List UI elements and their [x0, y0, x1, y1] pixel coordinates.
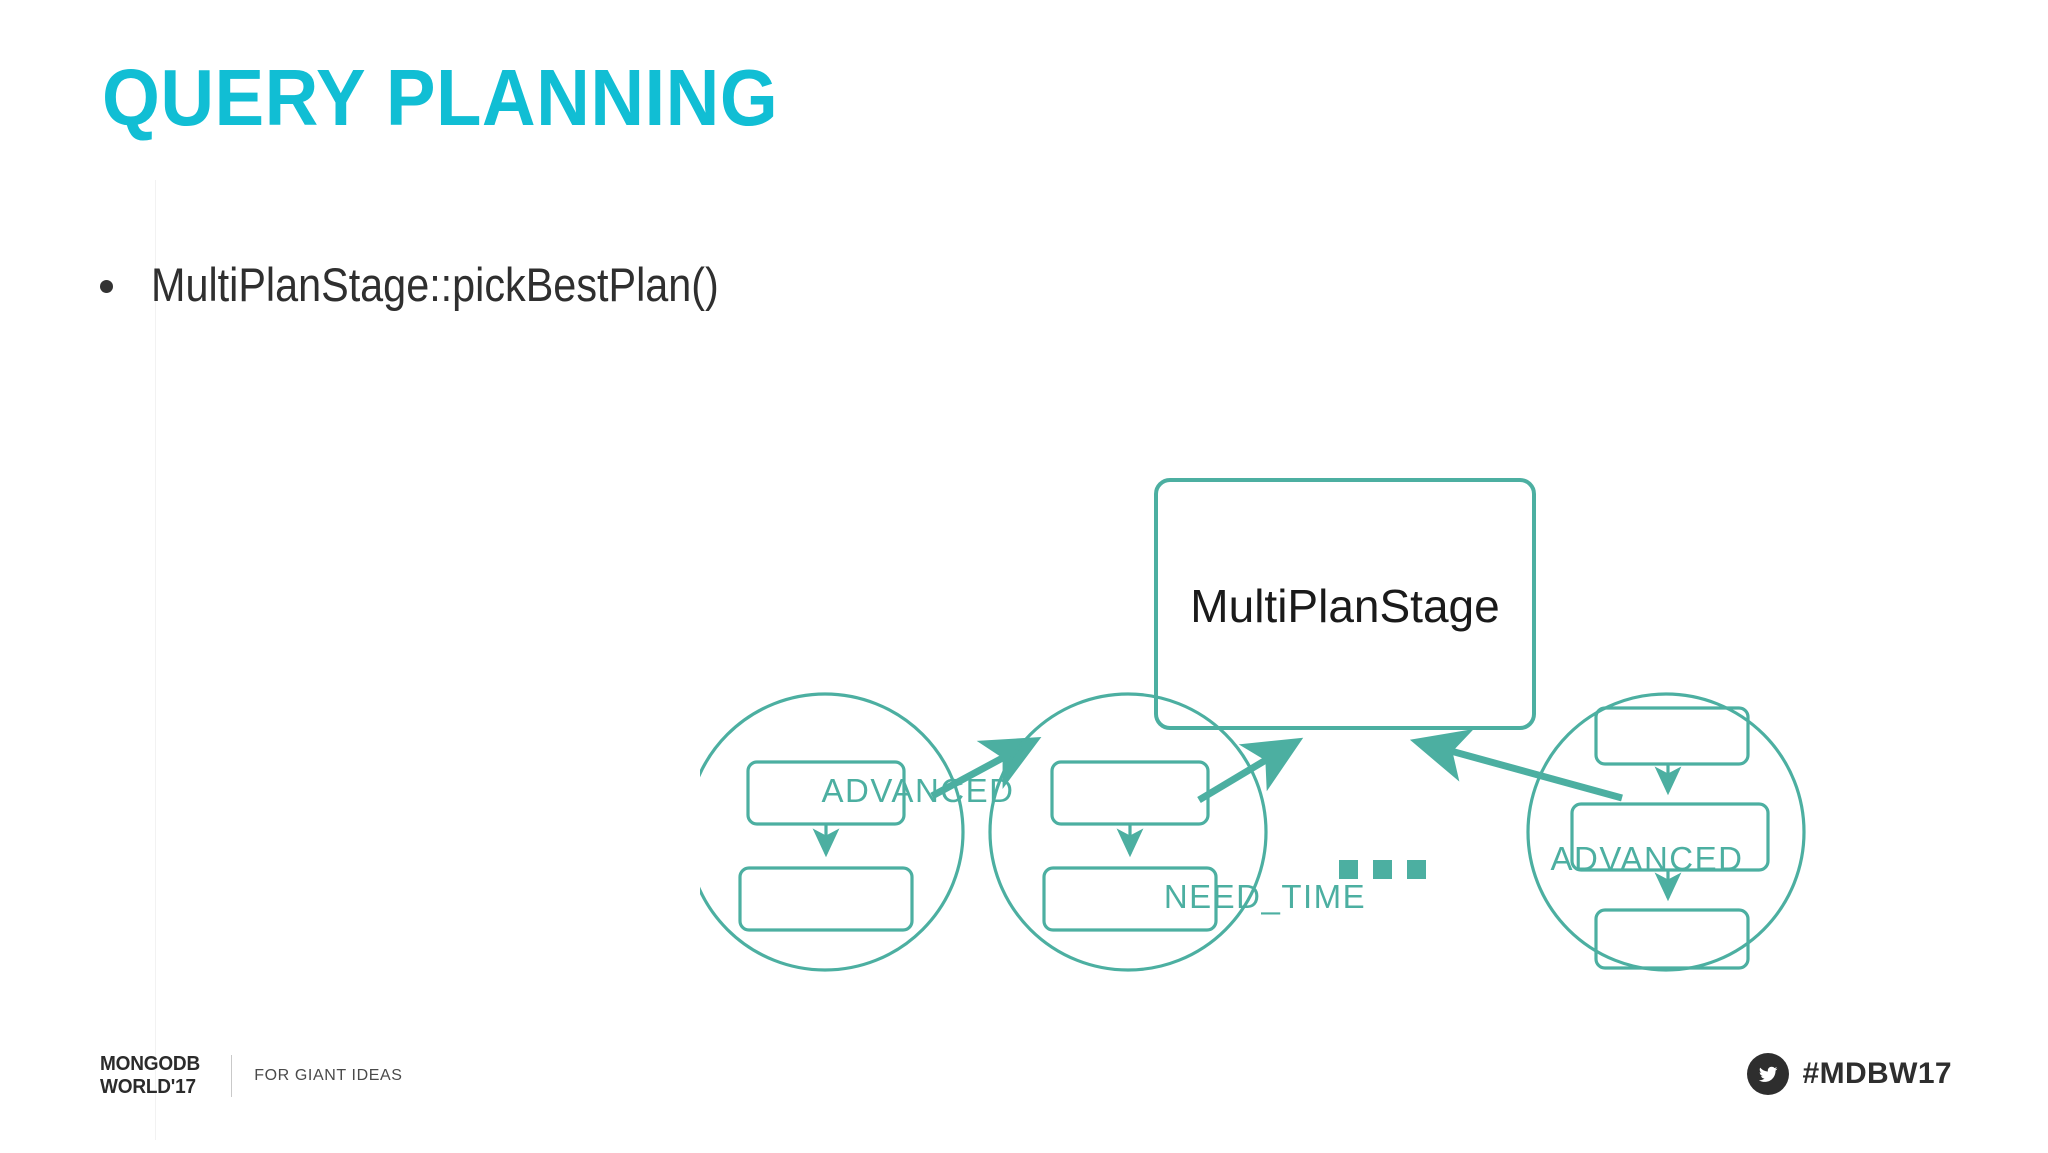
mongodb-world-logo: MONGODB WORLD'17 [100, 1053, 200, 1098]
plan-circle-1 [700, 692, 965, 972]
twitter-icon[interactable] [1746, 1053, 1789, 1095]
multiplanstage-box [1154, 478, 1536, 730]
tagline: FOR GIANT IDEAS [254, 1066, 403, 1084]
footer-brand: MONGODB WORLD'17 FOR GIANT IDEAS [100, 1053, 403, 1098]
multiplanstage-label: MultiPlanStage [1190, 580, 1499, 632]
edge-need-time [1197, 737, 1304, 804]
ellipsis-dot-1 [1339, 860, 1358, 879]
plan-1-stage-box-2 [738, 866, 914, 932]
plan-3-stage-box-2 [1570, 802, 1770, 872]
logo-divider [231, 1054, 233, 1097]
bullet-dot-icon [100, 280, 113, 293]
diagram-edges [930, 729, 1623, 804]
bullet-list: MultiPlanStage::pickBestPlan() [100, 258, 1300, 330]
hashtag-label: #MDBW17 [1802, 1057, 1952, 1090]
plan-2-stage-box-2 [1042, 866, 1218, 932]
logo-line-2: WORLD'17 [100, 1075, 196, 1098]
multiplanstage-node[interactable]: MultiPlanStage [1154, 478, 1536, 730]
edge-label-need-time: NEED_TIME [1164, 878, 1366, 915]
plan-circle-2 [988, 692, 1268, 972]
page-title: QUERY PLANNING [102, 53, 779, 142]
plan-2-stage-box-1 [1050, 760, 1210, 826]
edge-advanced-right [1409, 729, 1623, 802]
edge-label-advanced-left: ADVANCED [822, 772, 1015, 809]
plan-3-stage-box-1 [1594, 706, 1750, 766]
plan-3-stage-box-3 [1594, 908, 1750, 970]
plan-node-1[interactable] [700, 692, 965, 972]
ellipsis-dot-3 [1407, 860, 1426, 879]
list-item: MultiPlanStage::pickBestPlan() [100, 258, 1300, 312]
plan-node-2[interactable] [988, 692, 1268, 972]
query-planning-diagram: MultiPlanStage ADVANCED NEED_TIME ADVANC… [700, 440, 1840, 980]
logo-line-1: MONGODB [100, 1053, 201, 1076]
left-margin-guide [155, 180, 156, 1140]
ellipsis-dot-2 [1373, 860, 1392, 879]
ellipsis-indicator [1339, 860, 1426, 879]
plan-circle-3 [1526, 692, 1806, 972]
bullet-item-label: MultiPlanStage::pickBestPlan() [151, 258, 719, 311]
footer-social: #MDBW17 [1746, 1053, 1953, 1095]
plan-node-3[interactable] [1526, 692, 1806, 972]
